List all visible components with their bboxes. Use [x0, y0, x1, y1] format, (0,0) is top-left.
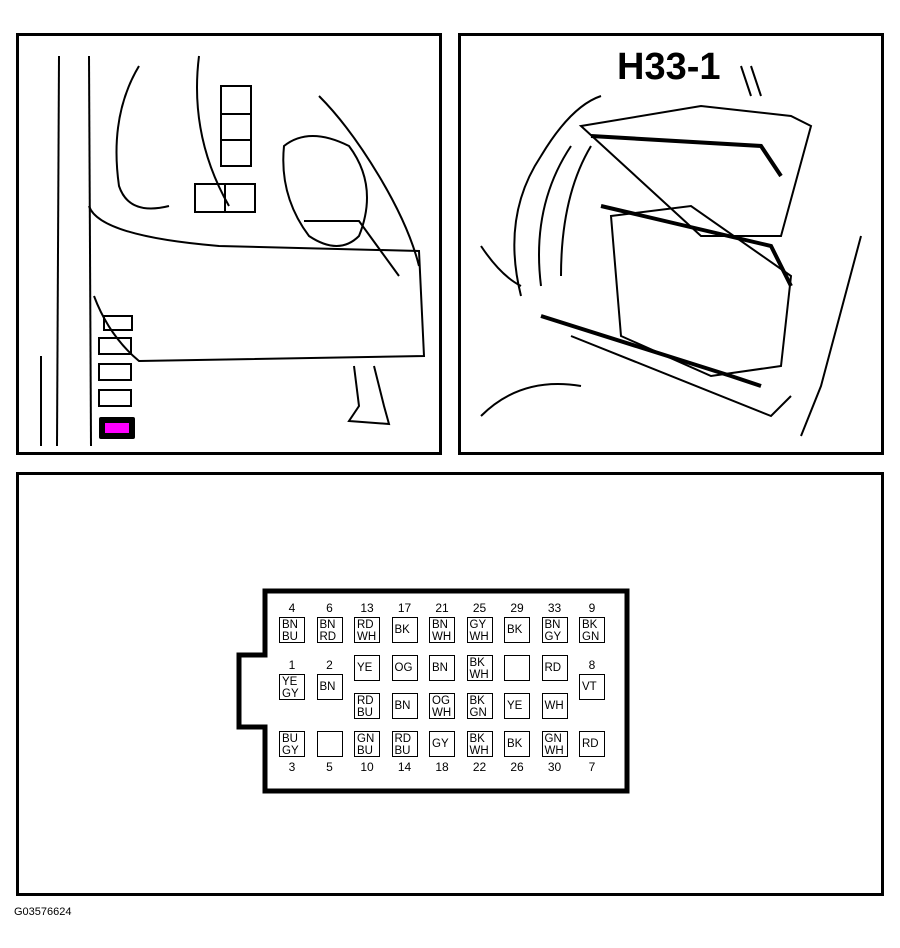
- pin-number: 2: [326, 658, 333, 672]
- connector-label: H33-1: [617, 46, 721, 88]
- pin-number: 30: [547, 760, 562, 774]
- connector-pin: YE GY: [279, 674, 305, 700]
- pin-number: 26: [510, 760, 524, 774]
- pin-number: 14: [397, 760, 412, 774]
- connector-pin: [316, 731, 343, 757]
- connector-pin: BN BU: [279, 617, 305, 643]
- connector-pin: YE: [504, 693, 530, 719]
- pin-number: 13: [360, 601, 374, 615]
- connector-pin: BU GY: [279, 731, 305, 757]
- connector-pin: GN BU: [354, 731, 380, 757]
- pin-number: 29: [510, 601, 524, 615]
- connector-pin: RD: [579, 731, 605, 757]
- pin-number: 6: [326, 601, 333, 615]
- connector-pin: GN WH: [541, 731, 568, 757]
- connector-pin: VT: [579, 674, 605, 700]
- pin-number: 18: [435, 760, 449, 774]
- pin-number: 4: [288, 601, 296, 615]
- pin-number: 21: [435, 601, 449, 615]
- pin-number: 1: [288, 658, 296, 672]
- connector-pin: BK GN: [579, 617, 605, 643]
- connector-pin: BN: [316, 674, 343, 700]
- pin-number: 9: [588, 601, 596, 615]
- connector-pin: YE: [354, 655, 380, 681]
- pin-number: 33: [547, 601, 562, 615]
- pin-number: 8: [588, 658, 596, 672]
- pin-number: 10: [360, 760, 374, 774]
- location-view-panel: [16, 33, 442, 455]
- connector-pin: RD WH: [354, 617, 380, 643]
- connector-pin: GY WH: [466, 617, 493, 643]
- pin-number: 17: [397, 601, 412, 615]
- connector-pin: BK: [504, 731, 530, 757]
- connector-pin: BN: [429, 655, 455, 681]
- connector-pin: OG WH: [429, 693, 455, 719]
- pin-number: 22: [472, 760, 487, 774]
- pin-number: 7: [588, 760, 596, 774]
- connector-pin: RD BU: [354, 693, 380, 719]
- figure-id: G03576624: [14, 906, 72, 918]
- connector-pin: BN GY: [541, 617, 568, 643]
- connector-pin: BK WH: [466, 655, 493, 681]
- connector-outline: [236, 588, 630, 794]
- connector-pin: BN RD: [316, 617, 343, 643]
- connector-pin: OG: [391, 655, 418, 681]
- harness-illustration: [480, 65, 862, 437]
- highlight-marker: [105, 423, 129, 433]
- connector-pin: BN WH: [429, 617, 455, 643]
- pin-number: 3: [288, 760, 296, 774]
- connector-pin: BK WH: [466, 731, 493, 757]
- connector-pin: [504, 655, 530, 681]
- connector-pin: WH: [541, 693, 568, 719]
- pin-number: 5: [326, 760, 333, 774]
- connector-pin: RD BU: [391, 731, 418, 757]
- highlighted-connector-location: [99, 417, 135, 439]
- pin-number: 25: [472, 601, 487, 615]
- connector-detail-panel: H33-1: [458, 33, 884, 455]
- connector-pin: BK: [504, 617, 530, 643]
- connector-pin: BK: [391, 617, 418, 643]
- connector-pin: GY: [429, 731, 455, 757]
- dashboard-illustration: [40, 55, 426, 447]
- connector-pin: RD: [541, 655, 568, 681]
- connector-pin: BK GN: [466, 693, 493, 719]
- connector-pin: BN: [391, 693, 418, 719]
